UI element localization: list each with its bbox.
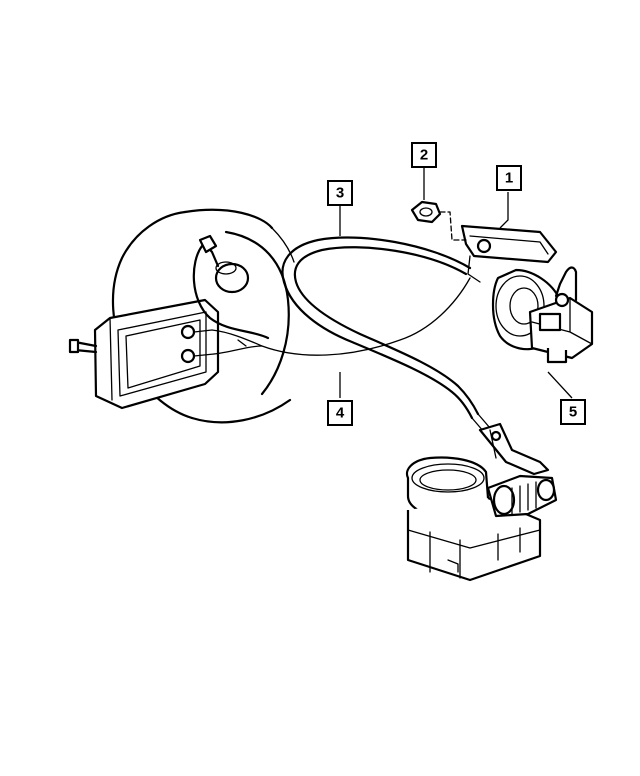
callout-4-label: 4: [336, 405, 345, 422]
hex-nut: [410, 200, 467, 241]
leader-lines: [339, 168, 573, 399]
mounting-bracket: [460, 224, 558, 283]
vacuum-fitting: [198, 234, 250, 294]
brake-booster-drum: [111, 208, 295, 424]
callout-5-label: 5: [569, 404, 577, 421]
callout-2-label: 2: [420, 147, 428, 164]
servo-module: [68, 298, 220, 410]
throttle-body: [405, 422, 558, 582]
callout-3-label: 3: [336, 185, 344, 202]
callout-1: 1: [496, 165, 522, 191]
servo-actuator: [491, 266, 594, 364]
throttle-cable: [281, 236, 491, 433]
callout-2: 2: [411, 142, 437, 168]
callout-3: 3: [327, 180, 353, 206]
vacuum-hose: [192, 244, 471, 356]
callout-1-label: 1: [505, 170, 513, 187]
callout-5: 5: [560, 399, 586, 425]
callout-4: 4: [327, 400, 353, 426]
